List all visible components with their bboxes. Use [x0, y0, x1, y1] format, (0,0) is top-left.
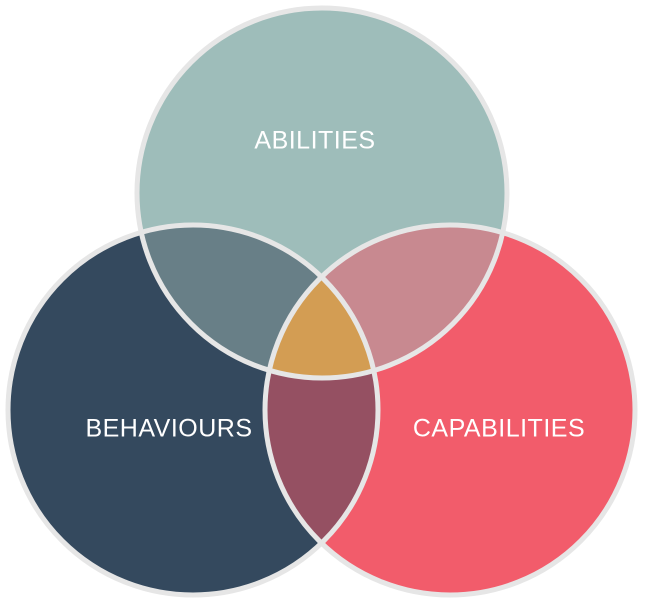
outline-behaviours [5, 222, 381, 598]
label-capabilities: CAPABILITIES [413, 415, 585, 443]
outline-abilities [134, 5, 510, 381]
label-behaviours: BEHAVIOURS [85, 415, 252, 443]
overlap-abilities-behaviours [137, 225, 378, 378]
outline-capabilities [262, 222, 638, 598]
label-abilities: ABILITIES [254, 127, 375, 155]
overlap-abilities-capabilities [265, 225, 507, 378]
